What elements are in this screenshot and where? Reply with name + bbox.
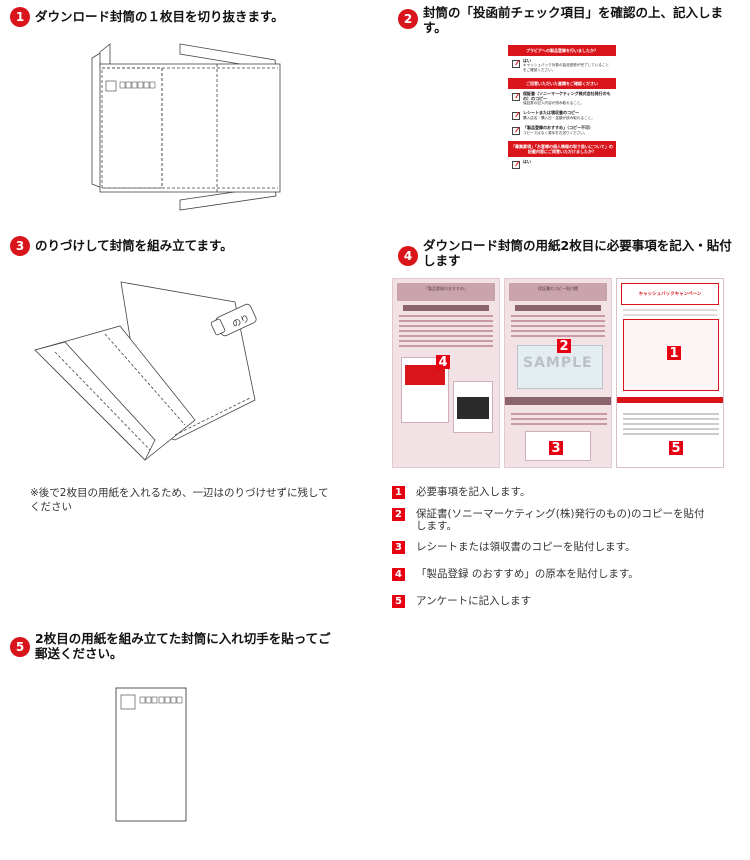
step-5-title: 5 2枚目の用紙を組み立てた封筒に入れ切手を貼ってご郵送ください。 xyxy=(10,631,340,661)
step-2-title: 2 封筒の「投函前チェック項目」を確認の上、記入します。 xyxy=(398,5,738,35)
step-4-title: 4 ダウンロード封筒の用紙2枚目に必要事項を記入・貼付します xyxy=(398,238,738,268)
form-page-3: キャッシュバックキャンペーン xyxy=(616,278,724,468)
checklist-item-sub: 保証書の記入内容が読み取れること。 xyxy=(523,101,585,106)
checklist-item-label: 「製品登録のおすすめ」（コピー不可） xyxy=(523,125,593,131)
checklist-item-q1: はいキャッシュバック対象の製品登録が完了していることをご確認ください。 xyxy=(508,56,616,75)
legend-text: アンケートに記入します xyxy=(416,595,532,607)
step-3-note: ※後で2枚目の用紙を入れるため、一辺はのりづけせずに残してください xyxy=(30,487,329,513)
envelope-final-figure xyxy=(115,687,187,822)
badge-4: 4 xyxy=(436,355,450,370)
step-3-text: のりづけして封筒を組み立てます。 xyxy=(35,238,233,253)
step-number-4: 4 xyxy=(398,246,418,266)
step-1-title: 1 ダウンロード封筒の１枚目を切り抜きます。 xyxy=(10,7,284,27)
badge-3: 3 xyxy=(549,441,563,456)
legend-number: 2 xyxy=(392,508,405,521)
step-5-text: 2枚目の用紙を組み立てた封筒に入れ切手を貼ってご郵送ください。 xyxy=(35,631,331,661)
legend-item: 1 必要事項を記入します。 xyxy=(392,486,722,499)
legend-item: 2 保証書(ソニーマーケティング(株)発行のもの)のコピーを貼付します。 xyxy=(392,508,722,532)
checkbox-icon xyxy=(512,93,520,102)
checklist-form: プラビアへの製品登録を行いましたか？ はいキャッシュバック対象の製品登録が完了し… xyxy=(508,42,616,173)
envelope-cutout-figure xyxy=(91,43,281,211)
checkbox-icon xyxy=(512,60,520,68)
page-header: 保証書のコピー貼付欄 xyxy=(509,283,607,301)
checkbox-icon xyxy=(512,112,520,121)
checklist-item-1: レシートまたは領収書のコピー購入店名・購入日・金額が読み取れること。 xyxy=(508,108,616,123)
legend-text: 必要事項を記入します。 xyxy=(416,486,531,498)
badge-1: 1 xyxy=(667,346,681,361)
checklist-item-sub: コピーではなく原本をお送りください。 xyxy=(523,130,588,135)
step-number-2: 2 xyxy=(398,9,418,29)
legend-item: 4 「製品登録 のおすすめ」の原本を貼付します。 xyxy=(392,568,722,581)
sample-watermark: SAMPLE xyxy=(523,355,593,371)
checkbox-icon xyxy=(512,161,520,170)
legend-number: 4 xyxy=(392,568,405,581)
legend-number: 5 xyxy=(392,595,405,608)
legend-text: レシートまたは領収書のコピーを貼付します。 xyxy=(416,541,636,553)
checklist-item-2: 「製品登録のおすすめ」（コピー不可）コピーではなく原本をお送りください。 xyxy=(508,123,616,138)
checklist-item-sub: 購入店名・購入日・金額が読み取れること。 xyxy=(523,115,595,120)
legend-text: 「製品登録 のおすすめ」の原本を貼付します。 xyxy=(416,568,639,580)
form-page-2: 保証書のコピー貼付欄 SAMPLE xyxy=(504,278,612,468)
page-header: キャッシュバックキャンペーン xyxy=(621,283,719,305)
legend-item: 3 レシートまたは領収書のコピーを貼付します。 xyxy=(392,541,722,554)
legend-list: 1 必要事項を記入します。 2 保証書(ソニーマーケティング(株)発行のもの)の… xyxy=(392,486,722,617)
page-header: 「製品登録のおすすめ」 xyxy=(397,283,495,301)
step-number-3: 3 xyxy=(10,236,30,256)
checklist-item-label: レシートまたは領収書のコピー xyxy=(523,110,579,116)
checklist-header-2: ご用意いただいた書類をご確認ください xyxy=(508,78,616,90)
checklist-q1-label: はい xyxy=(523,58,531,63)
checklist-item-0: 保証書（ソニーマーケティング株式会社発行のもの）のコピー保証書の記入内容が読み取… xyxy=(508,89,616,108)
badge-5: 5 xyxy=(669,441,683,456)
legend-number: 3 xyxy=(392,541,405,554)
checklist-header-1: プラビアへの製品登録を行いましたか？ xyxy=(508,45,616,56)
step-4-text: ダウンロード封筒の用紙2枚目に必要事項を記入・貼付します xyxy=(423,238,732,268)
step-1-text: ダウンロード封筒の１枚目を切り抜きます。 xyxy=(35,9,284,24)
checkbox-icon xyxy=(512,127,520,136)
glue-stick-icon: のり xyxy=(210,303,257,337)
checklist-q1-sub: キャッシュバック対象の製品登録が完了していることをご確認ください。 xyxy=(523,63,610,72)
step-3-title: 3 のりづけして封筒を組み立てます。 xyxy=(10,236,233,256)
legend-item: 5 アンケートに記入します xyxy=(392,595,722,608)
checklist-header-3: 「募集要項」「お客様の個人情報の取り扱いについて」の記載内容にご同意いただけまし… xyxy=(508,141,616,158)
checklist-item-q3: はい xyxy=(508,157,616,172)
step-number-1: 1 xyxy=(10,7,30,27)
step-2-text: 封筒の「投函前チェック項目」を確認の上、記入します。 xyxy=(423,5,724,35)
form-page-1: 「製品登録のおすすめ」 xyxy=(392,278,500,468)
envelope-assembly-figure: のり xyxy=(34,281,257,461)
step-number-5: 5 xyxy=(10,637,30,657)
checklist-q3-label: はい xyxy=(523,159,531,165)
legend-number: 1 xyxy=(392,486,405,499)
checklist-item-label: 保証書（ソニーマーケティング株式会社発行のもの）のコピー xyxy=(523,91,611,101)
legend-text: 保証書(ソニーマーケティング(株)発行のもの)のコピーを貼付します。 xyxy=(416,508,705,532)
badge-2: 2 xyxy=(557,339,571,354)
